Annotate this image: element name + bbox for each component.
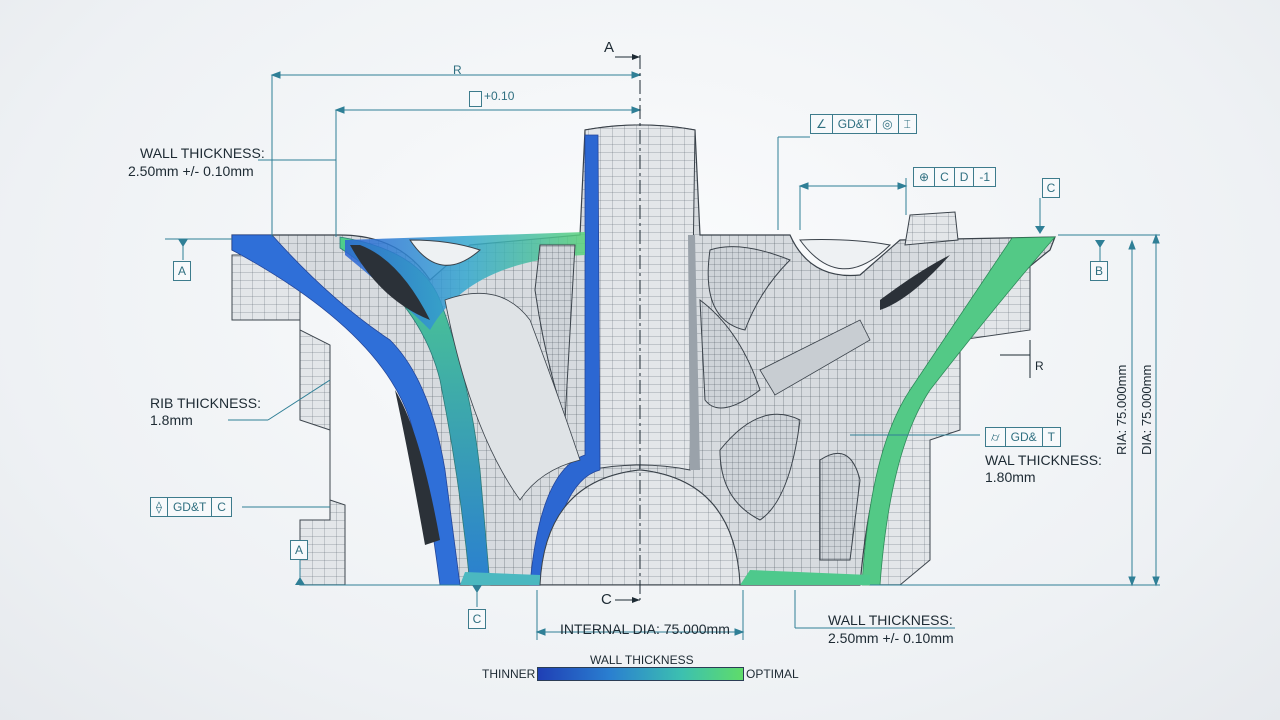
thin-wall-left-bottom xyxy=(460,572,540,585)
datum-a-left: A xyxy=(173,261,191,281)
datum-a-bottom: A xyxy=(290,540,308,560)
datum-b-right: B xyxy=(1090,261,1108,281)
wall-thickness-bottom-right-value: 2.50mm +/- 0.10mm xyxy=(828,630,954,646)
position-symbol-icon: ⟠ xyxy=(151,498,168,516)
right-cavity-arch xyxy=(799,239,892,270)
datum-c-top: C xyxy=(1042,178,1060,198)
left-cavity-bottom xyxy=(395,390,440,545)
right-cross-rib xyxy=(759,319,871,396)
thin-wall-right-bottom xyxy=(740,570,870,585)
gdt-frame-left: ⟠ GD&T C xyxy=(150,497,232,517)
legend-thinner-label: THINNER xyxy=(482,667,536,681)
right-cavity-slot xyxy=(880,255,950,310)
profile-symbol-icon: ◎ xyxy=(877,115,899,133)
gdt-mid-datum-d: D xyxy=(955,168,975,186)
cylindricity-symbol-icon: ⌭ xyxy=(986,428,1006,446)
tolerance-label: +0.10 xyxy=(484,89,515,103)
internal-dia-label: INTERNAL DIA: 75.000mm xyxy=(560,621,730,637)
wall-thickness-top-left-value: 2.50mm +/- 0.10mm xyxy=(128,163,254,179)
gdt-left-datum: C xyxy=(217,500,226,514)
wall-thickness-top-left-title: WALL THICKNESS: xyxy=(140,145,265,161)
datum-symbol-icon: ⌶ xyxy=(903,117,911,131)
left-large-cavity xyxy=(444,292,581,501)
right-top-boss xyxy=(904,211,959,246)
gdt-frame-top: ∠ GD&T ◎ ⌶ xyxy=(810,114,917,134)
angularity-symbol-icon: ∠ xyxy=(811,115,833,133)
datum-triangle-left xyxy=(178,239,188,247)
legend-title: WALL THICKNESS xyxy=(590,653,694,667)
right-half-grid xyxy=(688,235,700,470)
section-label-c: C xyxy=(601,591,612,608)
bottom-dome xyxy=(539,469,741,586)
radius-dimension-label: R xyxy=(453,63,462,77)
gdt-mid-modifier: -1 xyxy=(979,170,991,184)
gdt-top-label: GD&T xyxy=(833,115,878,133)
right-cavity-mid xyxy=(699,298,761,409)
datum-triangle-bottom-left xyxy=(295,577,305,585)
right-cavity-bottom xyxy=(819,452,861,561)
datum-triangle-c-top xyxy=(1035,226,1045,234)
gdt-right-suffix: T xyxy=(1047,430,1055,444)
section-label-a: A xyxy=(604,39,615,56)
dia-dimension-label: DIA: 75.000mm xyxy=(1139,364,1154,455)
gdt-right-label: GD& xyxy=(1006,428,1043,446)
legend-color-bar xyxy=(537,667,744,681)
legend-optimal-label: OPTIMAL xyxy=(746,667,799,681)
datum-triangle-bottom-c xyxy=(472,585,482,593)
wal-thickness-title: WAL THICKNESS: xyxy=(985,452,1102,468)
section-arrow-a xyxy=(632,54,640,60)
wal-thickness-value: 1.80mm xyxy=(985,469,1036,485)
ria-dimension-label: RIA: 75.000mm xyxy=(1114,364,1129,455)
right-cavity-low xyxy=(719,413,801,521)
gdt-mid-datum-c: C xyxy=(935,168,955,186)
gdt-frame-mid: ⊕ C D -1 xyxy=(913,167,997,187)
left-cavity-top xyxy=(350,245,430,320)
gdt-left-label: GD&T xyxy=(168,498,213,516)
wall-thickness-bottom-right-title: WALL THICKNESS: xyxy=(828,612,953,628)
rib-thickness-title: RIB THICKNESS: xyxy=(150,395,261,411)
dimension-lines xyxy=(165,55,1160,640)
rib-thickness-value: 1.8mm xyxy=(150,412,193,428)
square-symbol-icon xyxy=(469,91,482,107)
datum-c-bottom: C xyxy=(468,609,486,629)
small-radius-label: R xyxy=(1035,359,1044,373)
datum-triangle-right xyxy=(1095,240,1105,248)
gdt-frame-right: ⌭ GD& T xyxy=(985,427,1061,447)
position-symbol-icon: ⊕ xyxy=(914,168,936,186)
section-arrow-c xyxy=(632,597,640,603)
part-body xyxy=(231,124,1056,586)
right-cavity-top xyxy=(707,246,791,331)
left-cavity-arch xyxy=(409,239,481,266)
